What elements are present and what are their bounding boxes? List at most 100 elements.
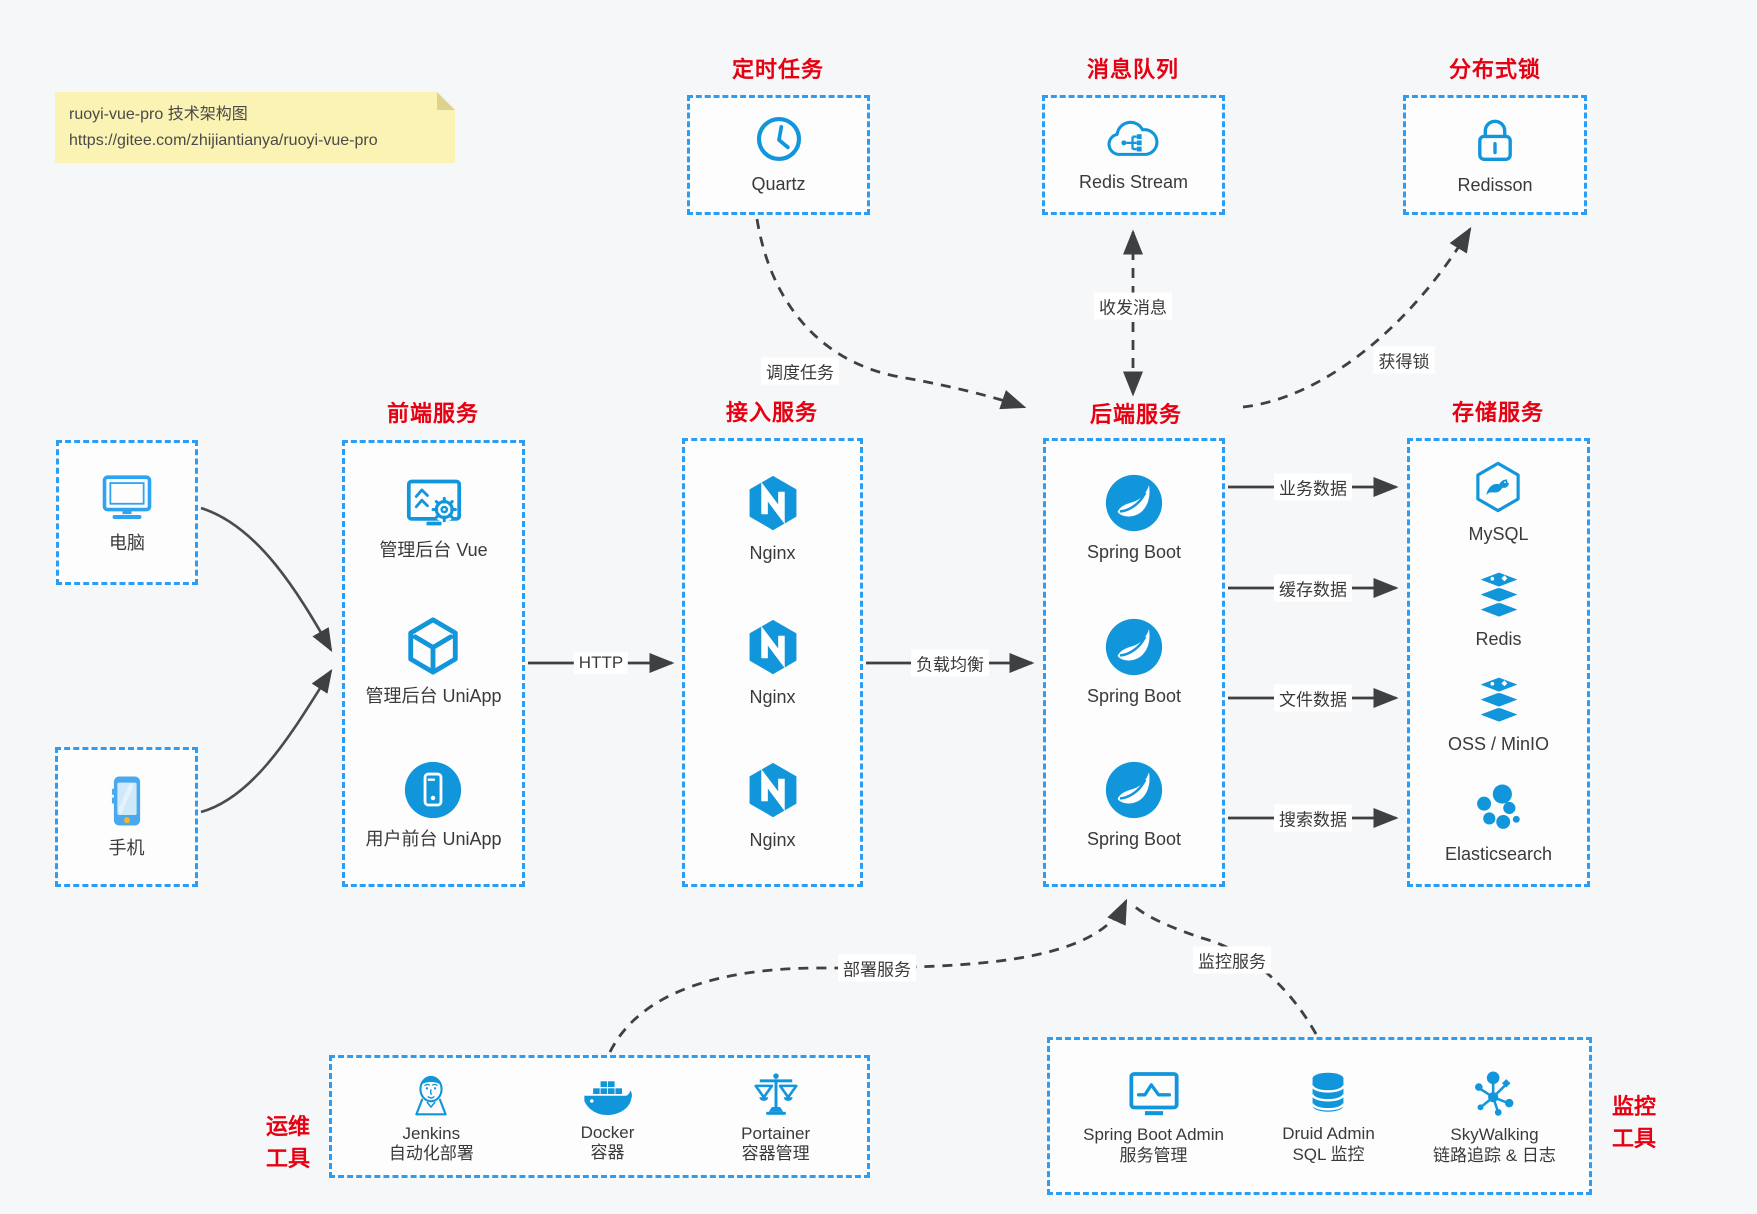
edge-phone-to-frontend: [200, 669, 333, 814]
sticky-note: ruoyi-vue-pro 技术架构图 https://gitee.com/zh…: [55, 92, 455, 164]
database-icon: [1311, 1072, 1346, 1112]
node-label: Redis Stream: [1078, 172, 1189, 193]
molecule-icon: [1475, 1071, 1514, 1116]
nginx-icon: [749, 619, 796, 674]
node-label: Druid Admin: [1282, 1123, 1375, 1143]
title-backend: 后端服务: [1089, 402, 1183, 427]
node-oss-minio: OSS / MinIO: [1448, 675, 1549, 756]
node-sublabel: 链路追踪 & 日志: [1433, 1145, 1556, 1165]
edge-label-acquire-lock: 获得锁: [1373, 346, 1435, 374]
node-redisson: Redisson: [1457, 112, 1533, 197]
group-ops-tools: Jenkins 自动化部署 Docker 容器: [329, 1055, 870, 1178]
monitor-pulse-icon: [1128, 1071, 1179, 1115]
layer-stack-icon: [1475, 570, 1522, 619]
node-springboot-3: Spring Boot: [1087, 760, 1181, 851]
admin-screen-gear-icon: [406, 479, 461, 526]
elasticsearch-icon: [1477, 784, 1521, 829]
title-monitoring-tools: 监控 工具: [1611, 1094, 1657, 1151]
node-sublabel: 服务管理: [1119, 1145, 1188, 1165]
node-label: 管理后台 UniApp: [365, 685, 502, 706]
group-backend: Spring Boot Spring Boot Spring Boot: [1043, 438, 1225, 887]
node-sublabel: SQL 监控: [1292, 1144, 1365, 1164]
group-scheduled-tasks: Quartz: [687, 95, 870, 215]
node-label: Portainer: [741, 1124, 811, 1144]
node-sublabel: 容器: [590, 1143, 625, 1163]
title-gateway: 接入服务: [725, 400, 819, 425]
title-scheduled-tasks: 定时任务: [731, 57, 825, 82]
note-url: https://gitee.com/zhijiantianya/ruoyi-vu…: [69, 131, 378, 149]
node-admin-uniapp: 管理后台 UniApp: [365, 615, 502, 708]
group-client-phone: 手机: [55, 747, 198, 887]
node-label: Spring Boot Admin: [1083, 1124, 1224, 1144]
node-mysql: MySQL: [1468, 459, 1529, 546]
node-label: Spring Boot: [1086, 829, 1182, 850]
title-storage: 存储服务: [1451, 400, 1545, 425]
note-title: ruoyi-vue-pro 技术架构图: [69, 106, 248, 123]
edge-label-search-data: 搜索数据: [1274, 804, 1352, 832]
group-storage: MySQL Redis OSS / MinIO: [1407, 438, 1590, 887]
node-label: Nginx: [749, 686, 796, 707]
node-springboot-2: Spring Boot: [1087, 617, 1181, 708]
layer-stack-icon: [1475, 676, 1522, 724]
node-label: Elasticsearch: [1444, 843, 1553, 864]
node-label: 电脑: [109, 532, 145, 553]
group-frontend: 管理后台 Vue 管理后台 UniApp 用户前台 UniApp: [342, 440, 525, 887]
node-springboot-admin: Spring Boot Admin 服务管理: [1083, 1066, 1224, 1166]
node-label: Quartz: [751, 174, 806, 195]
node-label: Jenkins: [402, 1124, 461, 1144]
node-label: Docker: [580, 1123, 635, 1143]
nginx-icon: [749, 763, 796, 818]
node-redis: Redis: [1472, 570, 1526, 651]
node-portainer: Portainer 容器管理: [741, 1068, 810, 1164]
node-sublabel: 自动化部署: [388, 1144, 474, 1164]
node-label: MySQL: [1468, 523, 1529, 544]
node-label: 管理后台 Vue: [379, 540, 488, 561]
node-label: SkyWalking: [1450, 1124, 1539, 1144]
title-frontend: 前端服务: [386, 401, 480, 426]
node-label: OSS / MinIO: [1447, 734, 1550, 755]
edge-pc-to-frontend: [200, 506, 333, 653]
spring-icon: [1105, 618, 1163, 675]
nginx-icon: [749, 475, 796, 531]
title-ops-tools: 运维 工具: [265, 1114, 311, 1171]
edge-label-monitor-service: 监控服务: [1193, 946, 1271, 974]
spring-icon: [1105, 475, 1163, 532]
node-redis-stream: Redis Stream: [1079, 115, 1188, 194]
scales-icon: [754, 1073, 798, 1116]
node-label: Spring Boot: [1086, 685, 1182, 706]
group-message-queue: Redis Stream: [1042, 95, 1225, 215]
edge-label-send-receive: 收发消息: [1094, 292, 1172, 320]
group-monitoring-tools: Spring Boot Admin 服务管理 Druid Admin SQL 监…: [1047, 1037, 1592, 1195]
node-nginx-2: Nginx: [743, 616, 803, 709]
mysql-icon: [1476, 461, 1521, 513]
node-label: Nginx: [749, 830, 796, 851]
node-nginx-1: Nginx: [743, 472, 803, 565]
node-label: Nginx: [749, 543, 796, 564]
edge-label-schedule-task: 调度任务: [761, 357, 839, 385]
edge-label-business-data: 业务数据: [1274, 473, 1352, 501]
title-message-queue: 消息队列: [1086, 57, 1180, 82]
padlock-icon: [1478, 119, 1512, 162]
node-label: 用户前台 UniApp: [365, 829, 502, 850]
edge-label-file-data: 文件数据: [1274, 684, 1352, 712]
node-springboot-1: Spring Boot: [1087, 473, 1181, 564]
node-label: Redisson: [1457, 175, 1533, 196]
spring-icon: [1105, 762, 1163, 819]
edge-acquire-lock: [1242, 226, 1472, 409]
node-label: 手机: [108, 838, 145, 859]
node-nginx-3: Nginx: [743, 759, 803, 852]
node-phone: 手机: [99, 773, 155, 860]
node-druid-admin: Druid Admin SQL 监控: [1282, 1067, 1375, 1165]
node-docker: Docker 容器: [580, 1069, 636, 1163]
group-client-pc: 电脑: [56, 440, 198, 585]
jenkins-butler-icon: [415, 1076, 448, 1116]
uniapp-cube-icon: [408, 617, 459, 675]
node-elasticsearch: Elasticsearch: [1445, 781, 1552, 866]
node-quartz: Quartz: [751, 113, 806, 196]
note-fold: [437, 92, 455, 110]
cloud-stream-icon: [1108, 121, 1159, 157]
edge-label-deploy-service: 部署服务: [838, 954, 916, 982]
node-skywalking: SkyWalking 链路追踪 & 日志: [1433, 1066, 1556, 1166]
user-app-circle-icon: [405, 762, 462, 819]
